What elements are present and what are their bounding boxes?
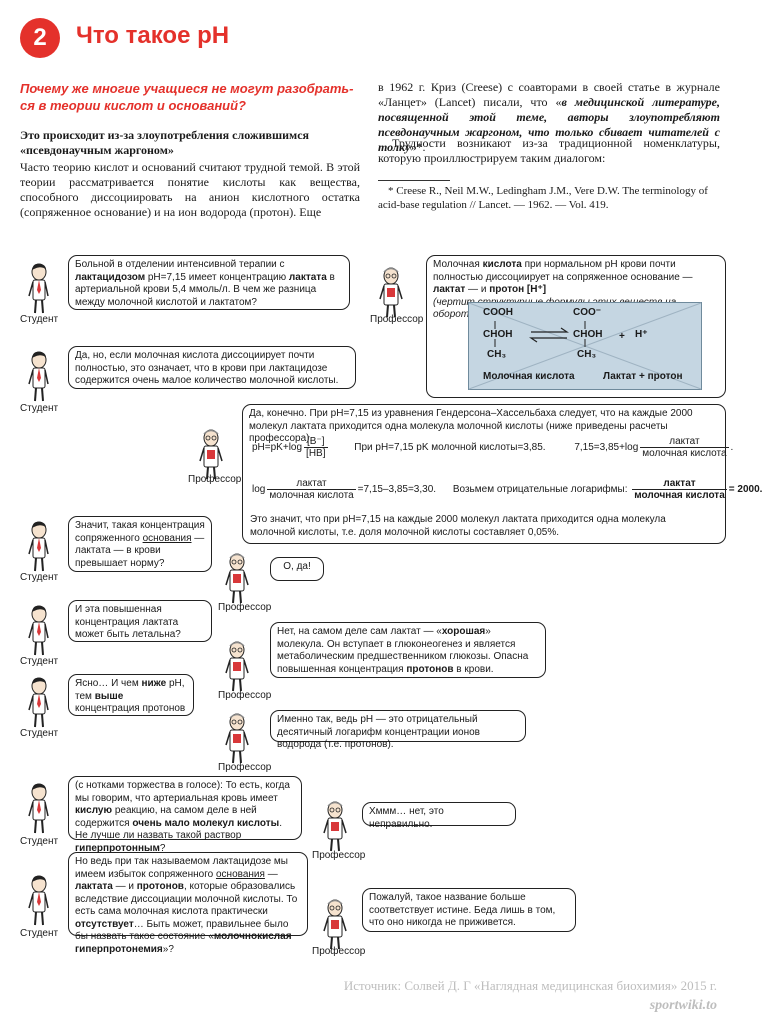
professor-label: Профессор [312, 850, 366, 861]
scheme-label-left: Молочная кислота [483, 371, 575, 382]
source-caption: Источник: Солвей Д. Г «Наглядная медицин… [343, 978, 717, 993]
student-figure [28, 874, 49, 926]
student-label: Студент [20, 928, 59, 939]
intro-paragraph-right: в 1962 г. Криз (Creese) с соавторами в с… [378, 80, 721, 154]
student-figure [28, 520, 49, 572]
intro-paragraph-left: Часто теорию кислот и оснований считают … [20, 160, 360, 219]
student-figure [28, 350, 49, 402]
scheme-right-1: COO⁻ [573, 307, 602, 318]
student-label: Студент [20, 403, 59, 414]
student-bubble-2: Да, но, если молочная кислота диссоцииру… [68, 346, 356, 389]
professor-label: Профессор [218, 602, 272, 613]
henderson-conclusion: Это значит, что при pH=7,15 на каждые 20… [250, 514, 666, 538]
watermark: sportwiki.to [649, 998, 717, 1013]
professor-bubble-4: Нет, на самом деле сам лактат — «хорошая… [270, 622, 546, 678]
dissociation-scheme: COOH CHOH CH₃ COO⁻ CHOH CH₃ + H⁺ Молочна… [468, 302, 702, 390]
professor-bubble-5: Именно так, ведь pH — это отрицательный … [270, 710, 526, 750]
scheme-left-3: CH₃ [487, 349, 507, 360]
professor-figure [379, 267, 403, 318]
student-bubble-6: (с нотками торжества в голосе): То есть,… [68, 776, 302, 854]
section-subheading: Это происходит из-за злоупотребления сло… [20, 128, 310, 157]
professor-bubble-6: Хммм… нет, это неправильно. [362, 802, 516, 830]
scheme-proton: H⁺ [635, 329, 648, 340]
forward-arrow-icon [531, 327, 569, 333]
professor-bubble-7: Пожалуй, такое название больше соответст… [362, 888, 576, 932]
student-bubble-7: Но ведь при так называемом лактацидозе м… [68, 852, 308, 955]
scheme-label-right: Лактат + протон [603, 371, 683, 382]
student-label: Студент [20, 656, 59, 667]
student-label: Студент [20, 572, 59, 583]
professor-label: Профессор [218, 762, 272, 773]
formula-row-1: pH=pK+log[B⁻][HB] При pH=7,15 pK молочно… [252, 436, 734, 459]
student-label: Студент [20, 728, 59, 739]
scheme-left-1: COOH [483, 307, 513, 318]
student-figure [28, 604, 49, 656]
professor-bubble-2: Да, конечно. При pH=7,15 из уравнения Ге… [242, 404, 726, 544]
scheme-plus: + [619, 331, 625, 342]
student-bubble-3: Значит, такая концентрация сопряженного … [68, 516, 212, 572]
section-question: Почему же многие учащиеся не могут разоб… [20, 81, 354, 113]
scheme-drawing [468, 302, 702, 390]
professor-figure [225, 553, 249, 604]
professor-label: Профессор [370, 314, 424, 325]
professor-label: Профессор [312, 946, 366, 957]
footnote-divider [378, 180, 450, 181]
student-label: Студент [20, 314, 59, 325]
footnote: * Creese R., Neil M.W., Ledingham J.M., … [378, 185, 708, 211]
reverse-arrow-icon [529, 337, 567, 343]
professor-figure [199, 429, 223, 480]
student-bubble-1: Больной в отделении интенсивной терапии … [68, 255, 350, 310]
student-bubble-4: И эта повышенная концентрация лактата мо… [68, 600, 212, 642]
student-figure [28, 782, 49, 834]
student-label: Студент [20, 836, 59, 847]
henderson-intro: Да, конечно. При pH=7,15 из уравнения Ге… [249, 408, 693, 444]
page-title: Что такое pH [76, 22, 230, 49]
professor-label: Профессор [188, 474, 242, 485]
scheme-right-2: CHOH [573, 329, 603, 340]
professor-label: Профессор [218, 690, 272, 701]
student-figure [28, 676, 49, 728]
scheme-left-2: CHOH [483, 329, 513, 340]
intro-paragraph-right-2: Трудности возникают из-за традиционной н… [378, 136, 720, 165]
student-bubble-5: Ясно… И чем ниже pH, тем выше концентрац… [68, 674, 194, 716]
professor-bubble-3: О, да! [270, 557, 324, 581]
chapter-number-badge: 2 [20, 18, 60, 58]
student-figure [28, 262, 49, 314]
scheme-right-3: CH₃ [577, 349, 597, 360]
professor-figure [323, 801, 347, 852]
professor-figure [323, 899, 347, 950]
professor-figure [225, 713, 249, 764]
professor-figure [225, 641, 249, 692]
